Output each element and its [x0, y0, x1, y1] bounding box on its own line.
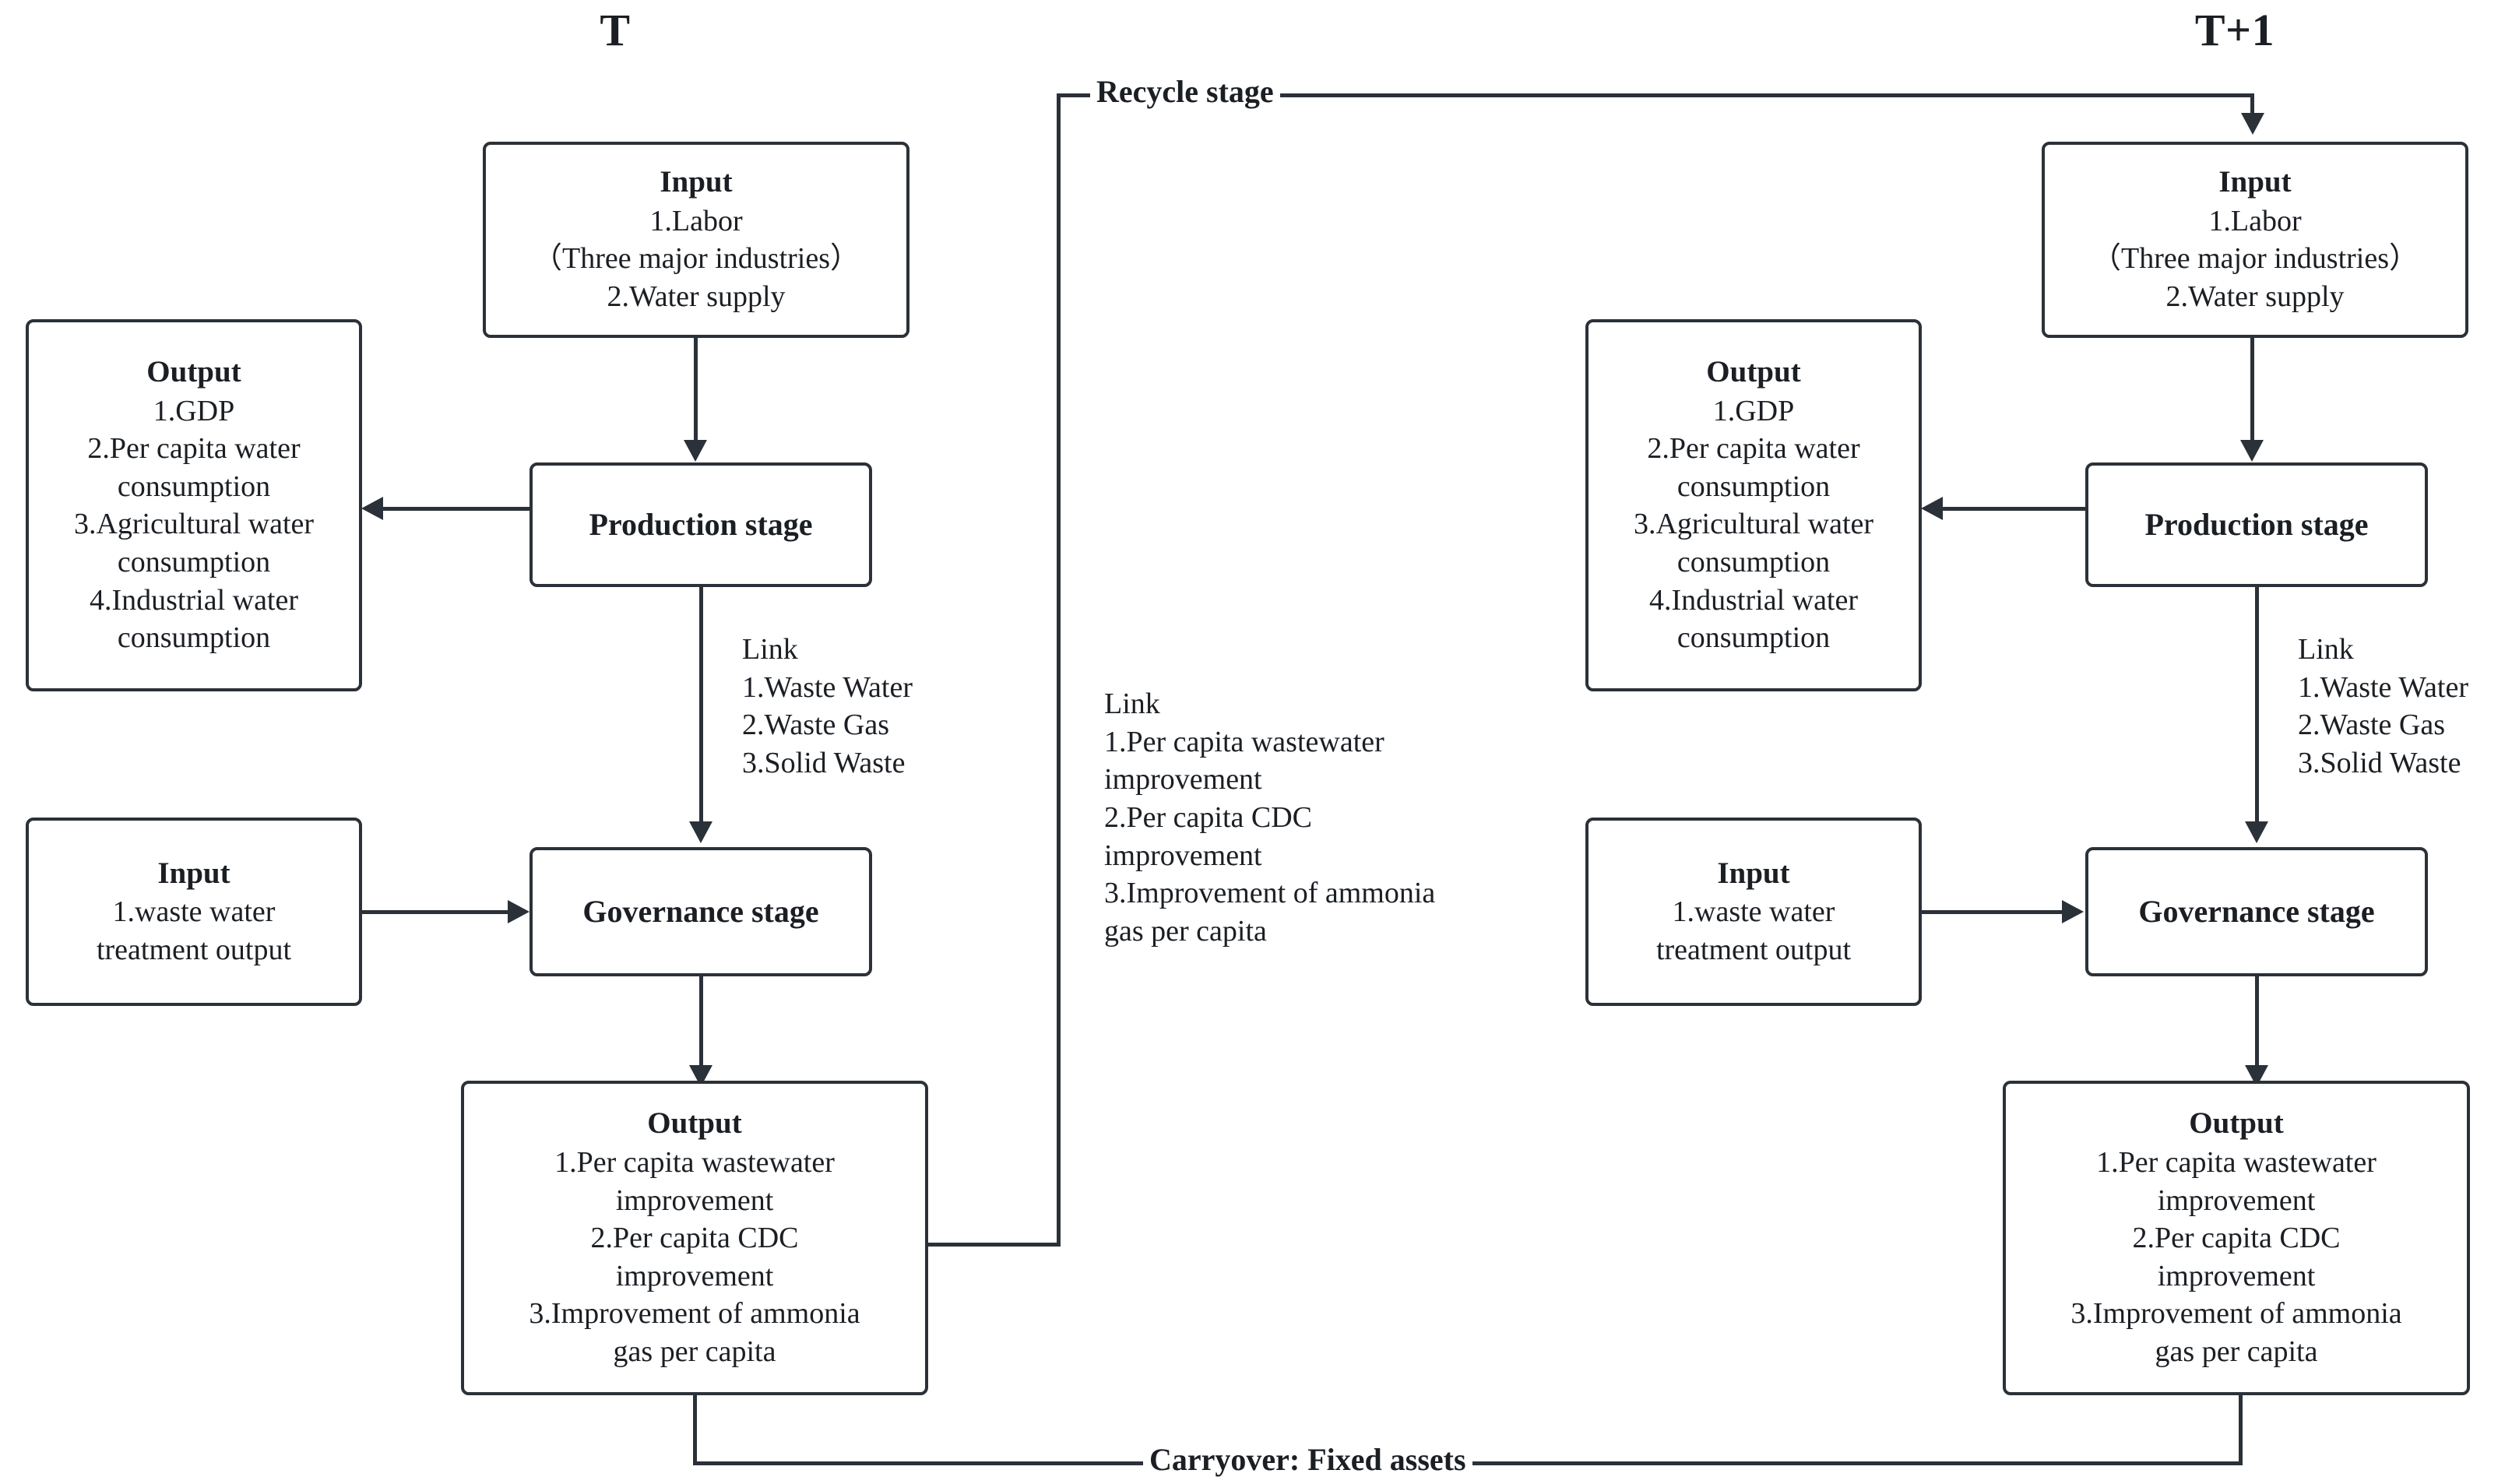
box-input-top-t: Input 1.Labor （Three major industries） 2…: [483, 142, 909, 338]
arrow-down-icon: [2241, 113, 2264, 135]
box-line: 1.Per capita wastewater: [2096, 1145, 2377, 1179]
box-title: Output: [1706, 355, 1801, 389]
box-title: Output: [647, 1106, 742, 1141]
box-line: （Three major industries）: [532, 242, 860, 276]
period-label-t-plus-1: T+1: [2194, 5, 2275, 55]
box-line: 3.Improvement of ammonia: [2070, 1297, 2402, 1331]
box-line: 2.Per capita CDC: [2132, 1222, 2341, 1255]
edge-production-to-governance-t1: [2255, 587, 2259, 833]
edge-input-to-governance-t: [362, 910, 510, 914]
edge-production-to-output-t1: [1943, 507, 2087, 511]
link-note-t: Link 1.Waste Water 2.Waste Gas 3.Solid W…: [742, 633, 913, 779]
box-line: improvement: [2157, 1183, 2316, 1217]
box-production-stage-t: Production stage: [529, 462, 872, 587]
box-line: treatment output: [1655, 933, 1852, 966]
box-title: Input: [1717, 856, 1790, 890]
box-line: 1.Per capita wastewater: [554, 1145, 835, 1179]
arrow-down-icon: [2245, 821, 2268, 843]
box-output-bottom-t: Output 1.Per capita wastewater improveme…: [461, 1081, 928, 1395]
box-output-left-t: Output 1.GDP 2.Per capita water consumpt…: [26, 319, 362, 691]
box-line: 3.Agricultural water: [1633, 508, 1874, 541]
box-line: improvement: [615, 1183, 774, 1217]
box-title: Output: [146, 355, 241, 389]
arrow-right-icon: [2062, 900, 2084, 923]
box-title: Governance stage: [582, 893, 819, 929]
box-line: 4.Industrial water: [89, 583, 299, 617]
box-line: consumption: [117, 546, 271, 579]
box-line: 2.Per capita water: [87, 432, 301, 466]
box-line: consumption: [1676, 621, 1831, 655]
box-input-bottom-t1: Input 1.waste water treatment output: [1585, 818, 1922, 1006]
box-production-stage-t1: Production stage: [2085, 462, 2428, 587]
box-title: Output: [2189, 1106, 2284, 1141]
box-governance-stage-t: Governance stage: [529, 847, 872, 976]
box-line: consumption: [1676, 469, 1831, 503]
box-line: 1.waste water: [112, 895, 276, 929]
arrow-down-icon: [2240, 440, 2264, 462]
box-title: Input: [660, 165, 733, 199]
box-title: Input: [2218, 165, 2292, 199]
box-line: 1.GDP: [1712, 394, 1795, 427]
box-output-left-t1: Output 1.GDP 2.Per capita water consumpt…: [1585, 319, 1922, 691]
arrow-left-icon: [361, 497, 383, 520]
edge-production-to-output-t: [383, 507, 531, 511]
box-title: Production stage: [589, 506, 813, 542]
edge-recycle-segment-up: [1057, 93, 1061, 1247]
edge-production-to-governance-t: [699, 587, 703, 833]
edge-recycle-segment-out: [927, 1243, 1061, 1247]
edge-label-recycle-stage: Recycle stage: [1090, 76, 1280, 107]
edge-input-to-production-t1: [2250, 338, 2254, 452]
box-line: consumption: [117, 621, 271, 655]
arrow-down-icon: [684, 440, 707, 462]
box-line: 2.Per capita CDC: [590, 1222, 799, 1255]
arrow-down-icon: [689, 821, 712, 843]
box-line: 4.Industrial water: [1648, 583, 1859, 617]
box-line: gas per capita: [613, 1335, 776, 1369]
edge-recycle-segment-down: [2250, 93, 2254, 121]
box-line: （Three major industries）: [2091, 242, 2419, 276]
box-line: consumption: [117, 469, 271, 503]
box-line: 1.waste water: [1672, 895, 1835, 929]
box-input-bottom-t: Input 1.waste water treatment output: [26, 818, 362, 1006]
box-governance-stage-t1: Governance stage: [2085, 847, 2428, 976]
edge-input-to-governance-t1: [1922, 910, 2063, 914]
link-note-t1: Link 1.Waste Water 2.Waste Gas 3.Solid W…: [2298, 633, 2468, 779]
box-line: consumption: [1676, 546, 1831, 579]
box-line: 3.Improvement of ammonia: [529, 1297, 860, 1331]
box-title: Governance stage: [2138, 893, 2375, 929]
arrow-left-icon: [1921, 497, 1943, 520]
box-line: treatment output: [96, 933, 292, 966]
box-title: Input: [157, 856, 230, 890]
edge-recycle-segment-across: [1057, 93, 2254, 97]
edge-governance-to-output-t1: [2255, 976, 2259, 1076]
box-input-top-t1: Input 1.Labor （Three major industries） 2…: [2042, 142, 2468, 338]
box-line: 2.Per capita water: [1647, 432, 1860, 466]
box-line: 1.Labor: [2208, 204, 2302, 237]
box-output-bottom-t1: Output 1.Per capita wastewater improveme…: [2003, 1081, 2470, 1395]
box-line: 1.GDP: [153, 394, 235, 427]
box-line: 3.Agricultural water: [73, 508, 315, 541]
box-line: improvement: [615, 1259, 774, 1292]
box-line: 2.Water supply: [2165, 280, 2345, 314]
edge-carryover-segment-down: [693, 1395, 697, 1465]
edge-carryover-segment-up: [2239, 1395, 2243, 1465]
edge-input-to-production-t: [694, 338, 698, 452]
arrow-right-icon: [508, 900, 529, 923]
box-line: 2.Water supply: [607, 280, 786, 314]
box-title: Production stage: [2144, 506, 2369, 542]
edge-governance-to-output-t: [699, 976, 703, 1076]
box-line: 1.Labor: [649, 204, 743, 237]
edge-label-carryover: Carryover: Fixed assets: [1143, 1444, 1472, 1475]
period-label-t: T: [600, 5, 631, 55]
center-link-note: Link 1.Per capita wastewater improvement…: [1104, 687, 1436, 948]
box-line: gas per capita: [2155, 1335, 2318, 1369]
box-line: improvement: [2157, 1259, 2316, 1292]
